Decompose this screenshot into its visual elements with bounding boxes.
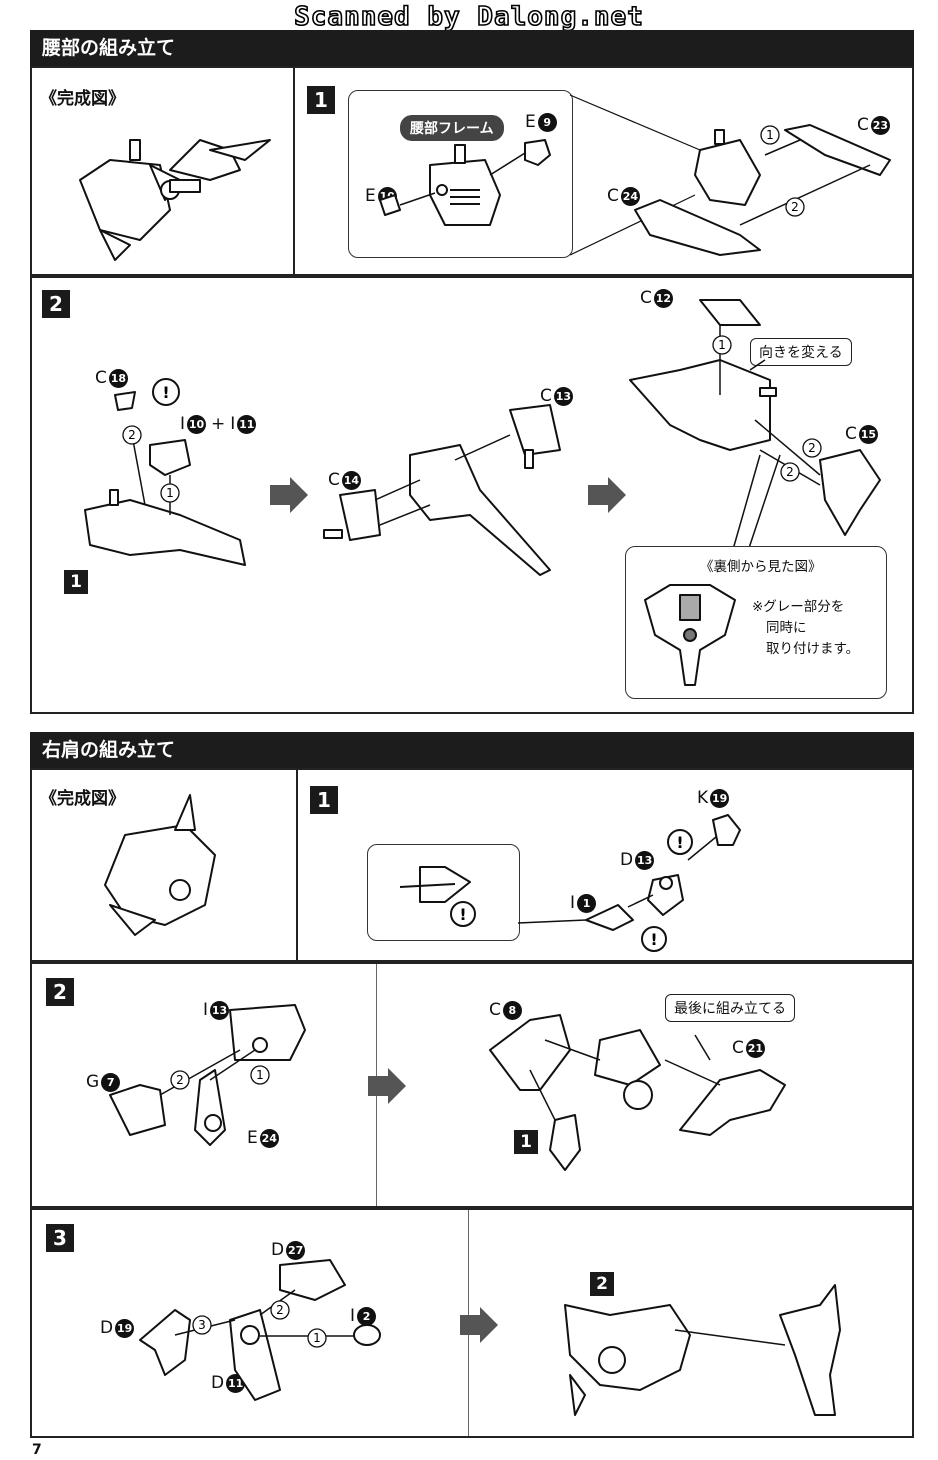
- shoulder-step3b-illustration: [564, 1284, 841, 1416]
- completed-label: 《完成図》: [40, 89, 125, 109]
- waist-step2b-illustration: [323, 404, 561, 576]
- caution-icon: [152, 378, 180, 406]
- divider: [296, 770, 298, 960]
- waist-frame-illustration: [379, 139, 551, 226]
- order-number: 1: [256, 1068, 264, 1082]
- scan-watermark: Scanned by Dalong.net: [293, 1, 644, 33]
- shoulder-step2b-illustration: [489, 1014, 786, 1171]
- step-number: 3: [46, 1224, 74, 1252]
- order-number: 2: [791, 200, 799, 214]
- back-view-illustration: [644, 584, 736, 686]
- section-header-waist: 腰部の組み立て: [30, 30, 914, 66]
- completed-waist-illustration: [79, 139, 271, 261]
- step-number: 2: [46, 978, 74, 1006]
- step-number: 1: [310, 786, 338, 814]
- waist-step2a-illustration: ! 2 1: [84, 378, 246, 566]
- order-number: 1: [313, 1331, 321, 1345]
- svg-text:!: !: [650, 930, 657, 949]
- order-number: 1: [766, 128, 774, 142]
- order-number: 3: [198, 1318, 206, 1332]
- order-number: 2: [786, 465, 794, 479]
- order-number: 2: [176, 1073, 184, 1087]
- next-arrow-icon: [460, 1307, 498, 1343]
- shoulder-step3a-illustration: 3 2 1: [139, 1259, 381, 1401]
- svg-text:!: !: [162, 383, 169, 402]
- page-number: 7: [32, 1442, 42, 1458]
- caution-icon: [667, 829, 693, 855]
- shoulder-step1-illustration: ! !: [517, 814, 741, 952]
- caution-icon: [641, 926, 667, 952]
- back-view-label: 《裏側から見た図》: [700, 559, 822, 575]
- order-number: 2: [276, 1303, 284, 1317]
- order-number: 1: [166, 486, 174, 500]
- waist-step1-assembly: 1 2: [569, 94, 891, 256]
- section-header-shoulder: 右肩の組み立て: [30, 732, 914, 768]
- last-assembly-label: 最後に組み立てる: [665, 994, 795, 1022]
- step-number: 1: [307, 86, 335, 114]
- svg-text:!: !: [459, 905, 466, 924]
- next-arrow-icon: [588, 477, 626, 513]
- order-number: 1: [718, 338, 726, 352]
- completed-label: 《完成図》: [40, 789, 125, 809]
- frame-label: 腰部フレーム: [400, 115, 504, 141]
- sub-step-ref: 2: [590, 1272, 614, 1296]
- turn-label: 向きを変える: [750, 338, 852, 366]
- order-number: 2: [128, 428, 136, 442]
- caution-icon: [450, 901, 476, 927]
- shoulder-step2a-illustration: 2 1: [109, 1004, 306, 1146]
- sub-step-ref: 1: [514, 1130, 538, 1154]
- svg-text:!: !: [676, 833, 683, 852]
- divider: [293, 68, 295, 274]
- next-arrow-icon: [270, 477, 308, 513]
- order-number: 2: [808, 441, 816, 455]
- next-arrow-icon: [368, 1068, 406, 1104]
- completed-shoulder-illustration: [104, 794, 216, 936]
- waist-step2c-illustration: 1 2 2: [629, 299, 881, 561]
- caution-detail-illustration: !: [399, 866, 476, 927]
- back-note: ※グレー部分を 同時に 取り付けます。: [752, 599, 860, 657]
- sub-step-ref: 1: [64, 570, 88, 594]
- step-number: 2: [42, 290, 70, 318]
